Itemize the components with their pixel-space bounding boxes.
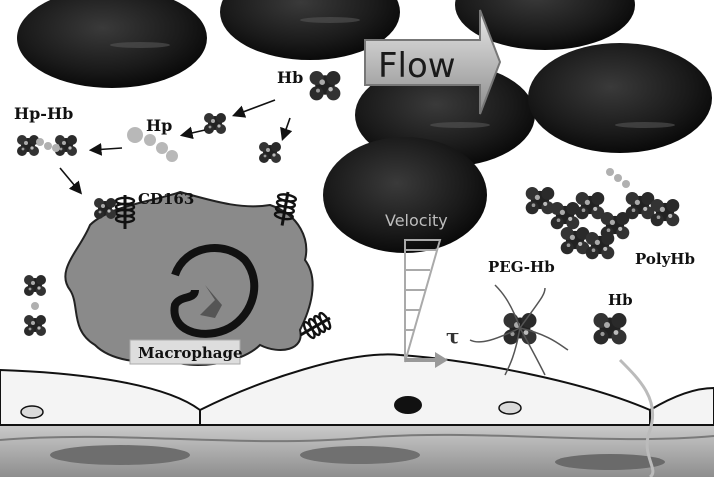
peg-hb-label: PEG-Hb	[488, 258, 555, 276]
shear-stress-label: τ	[446, 324, 459, 348]
hb-label-right: Hb	[608, 291, 633, 309]
flow-label: Flow	[378, 46, 456, 86]
hemoglobin-molecule-icon	[310, 71, 341, 100]
hemoglobin-molecule-icon	[204, 113, 226, 134]
velocity-label: Velocity	[385, 211, 448, 230]
macrophage: Macrophage	[65, 192, 312, 365]
hp-hb-label: Hp-Hb	[14, 104, 73, 123]
macrophage-label: Macrophage	[138, 344, 243, 362]
cd163-label: CD163	[138, 190, 194, 208]
polyhb-cluster	[526, 187, 680, 259]
hemoglobin-molecule-icon	[259, 142, 281, 163]
hemoglobin-molecule-icon	[24, 275, 46, 296]
hp-label: Hp	[146, 116, 172, 135]
rbc-icon	[323, 137, 487, 253]
hemoglobin-molecule-icon	[17, 135, 39, 156]
tissue-layer	[0, 420, 714, 477]
polyhb-label: PolyHb	[635, 250, 695, 268]
peg-hb	[470, 285, 568, 375]
rbc-icon	[528, 43, 712, 153]
hemoglobin-molecule-icon	[594, 313, 627, 345]
hemoglobin-molecule-icon	[24, 315, 46, 336]
hb-label-top: Hb	[277, 68, 303, 87]
pathway-arrows	[60, 100, 290, 192]
